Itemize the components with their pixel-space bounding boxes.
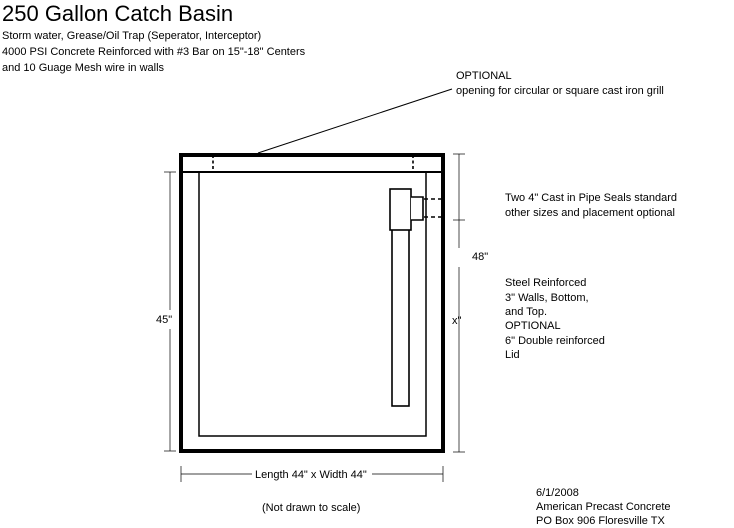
diagram-title: 250 Gallon Catch Basin <box>2 1 234 26</box>
inner-height-label: 45" <box>156 314 173 326</box>
outlet-pipe-riser <box>391 228 410 407</box>
reinforcement-note-line-5: 6" Double reinforced <box>505 335 605 347</box>
base-dimension-label: Length 44" x Width 44" <box>255 469 367 481</box>
footer-date: 6/1/2008 <box>536 487 579 499</box>
optional-leader-line <box>257 88 453 154</box>
reinforcement-note-line-3: and Top. <box>505 306 548 318</box>
basin-outer-wall <box>179 153 445 453</box>
reinforcement-note-line-4: OPTIONAL <box>505 320 561 332</box>
reinforcement-note-line-1: Steel Reinforced <box>505 277 587 289</box>
subtitle-line-2: 4000 PSI Concrete Reinforced with #3 Bar… <box>2 46 306 58</box>
pipe-height-label: x" <box>452 315 462 327</box>
subtitle-line-3: and 10 Guage Mesh wire in walls <box>2 62 165 74</box>
optional-note-heading: OPTIONAL <box>456 70 512 82</box>
footer-address: PO Box 906 Floresville TX <box>536 515 665 527</box>
reinforcement-note-line-6: Lid <box>505 349 520 361</box>
outer-height-label: 48" <box>472 251 489 263</box>
optional-note-text: opening for circular or square cast iron… <box>456 85 664 97</box>
pipe-seals-note-line-2: other sizes and placement optional <box>505 207 675 219</box>
scale-note: (Not drawn to scale) <box>262 502 361 514</box>
reinforcement-note-line-2: 3" Walls, Bottom, <box>505 292 589 304</box>
subtitle-line-1: Storm water, Grease/Oil Trap (Seperator,… <box>2 30 262 42</box>
outlet-pipe-stub <box>411 196 424 221</box>
basin-inner-wall <box>198 172 427 437</box>
outlet-pipe-elbow <box>389 188 412 231</box>
pipe-seals-note-line-1: Two 4" Cast in Pipe Seals standard <box>505 192 678 204</box>
footer-company: American Precast Concrete <box>536 501 671 513</box>
